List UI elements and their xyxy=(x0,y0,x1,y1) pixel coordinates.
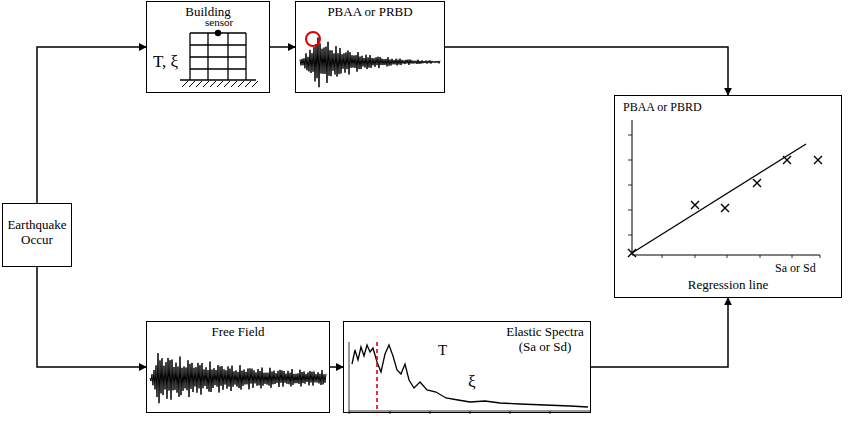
node-label: T xyxy=(438,342,447,359)
node-label: Regression line xyxy=(615,278,841,293)
node-label: PBAA or PBRD xyxy=(623,101,702,115)
node-label: Sa or Sd xyxy=(775,262,816,276)
process-box: Earthquake Occur xyxy=(2,203,72,267)
node-label: Elastic Spectra (Sa or Sd) xyxy=(500,325,590,355)
building-figure xyxy=(180,33,258,87)
period-marker xyxy=(376,342,378,411)
hatch-stroke xyxy=(217,81,223,87)
hatch-stroke xyxy=(182,81,188,87)
node-label: Free Field xyxy=(147,325,329,340)
node-label: ξ xyxy=(468,372,476,392)
node-label: Earthquake Occur xyxy=(3,218,71,248)
spectrum-curve xyxy=(352,345,588,407)
ground-hatch xyxy=(182,81,258,87)
hatch-stroke xyxy=(196,81,202,87)
ground-waveform xyxy=(150,353,326,403)
hatch-stroke xyxy=(189,81,195,87)
hatch-stroke xyxy=(252,81,258,87)
arrow-connector xyxy=(330,366,343,368)
arrow-connector xyxy=(270,46,295,48)
regression-plot xyxy=(628,120,822,258)
arrow-connector xyxy=(445,47,728,95)
y-ticks xyxy=(628,135,632,235)
hatch-stroke xyxy=(245,81,251,87)
arrow-connector xyxy=(37,267,146,367)
building-floors xyxy=(190,33,246,69)
hatch-stroke xyxy=(231,81,237,87)
sensor-dot xyxy=(215,30,221,36)
process-box: Free Field xyxy=(146,321,330,413)
node-label: sensor xyxy=(205,16,233,29)
plot-axes xyxy=(632,120,820,255)
hatch-stroke xyxy=(238,81,244,87)
node-label: PBAA or PRBD xyxy=(296,5,444,20)
arrow-connector xyxy=(591,298,728,367)
node-label: T, ξ xyxy=(153,52,178,72)
hatch-stroke xyxy=(224,81,230,87)
data-points xyxy=(628,156,822,257)
arrow-connector xyxy=(37,47,146,203)
process-box: BuildingsensorT, ξ xyxy=(146,1,270,93)
process-box: PBAA or PBRD Sa or Sd Regression line xyxy=(614,95,842,298)
regression-line xyxy=(632,144,806,253)
building-columns xyxy=(190,33,246,80)
hatch-stroke xyxy=(203,81,209,87)
response-waveform xyxy=(300,37,440,87)
process-box: PBAA or PRBD xyxy=(295,1,445,93)
process-box: Elastic Spectra (Sa or Sd) Tξ xyxy=(343,321,591,413)
hatch-stroke xyxy=(210,81,216,87)
ground-line xyxy=(180,79,256,80)
x-ticks xyxy=(662,255,820,258)
peak-marker xyxy=(306,32,320,46)
